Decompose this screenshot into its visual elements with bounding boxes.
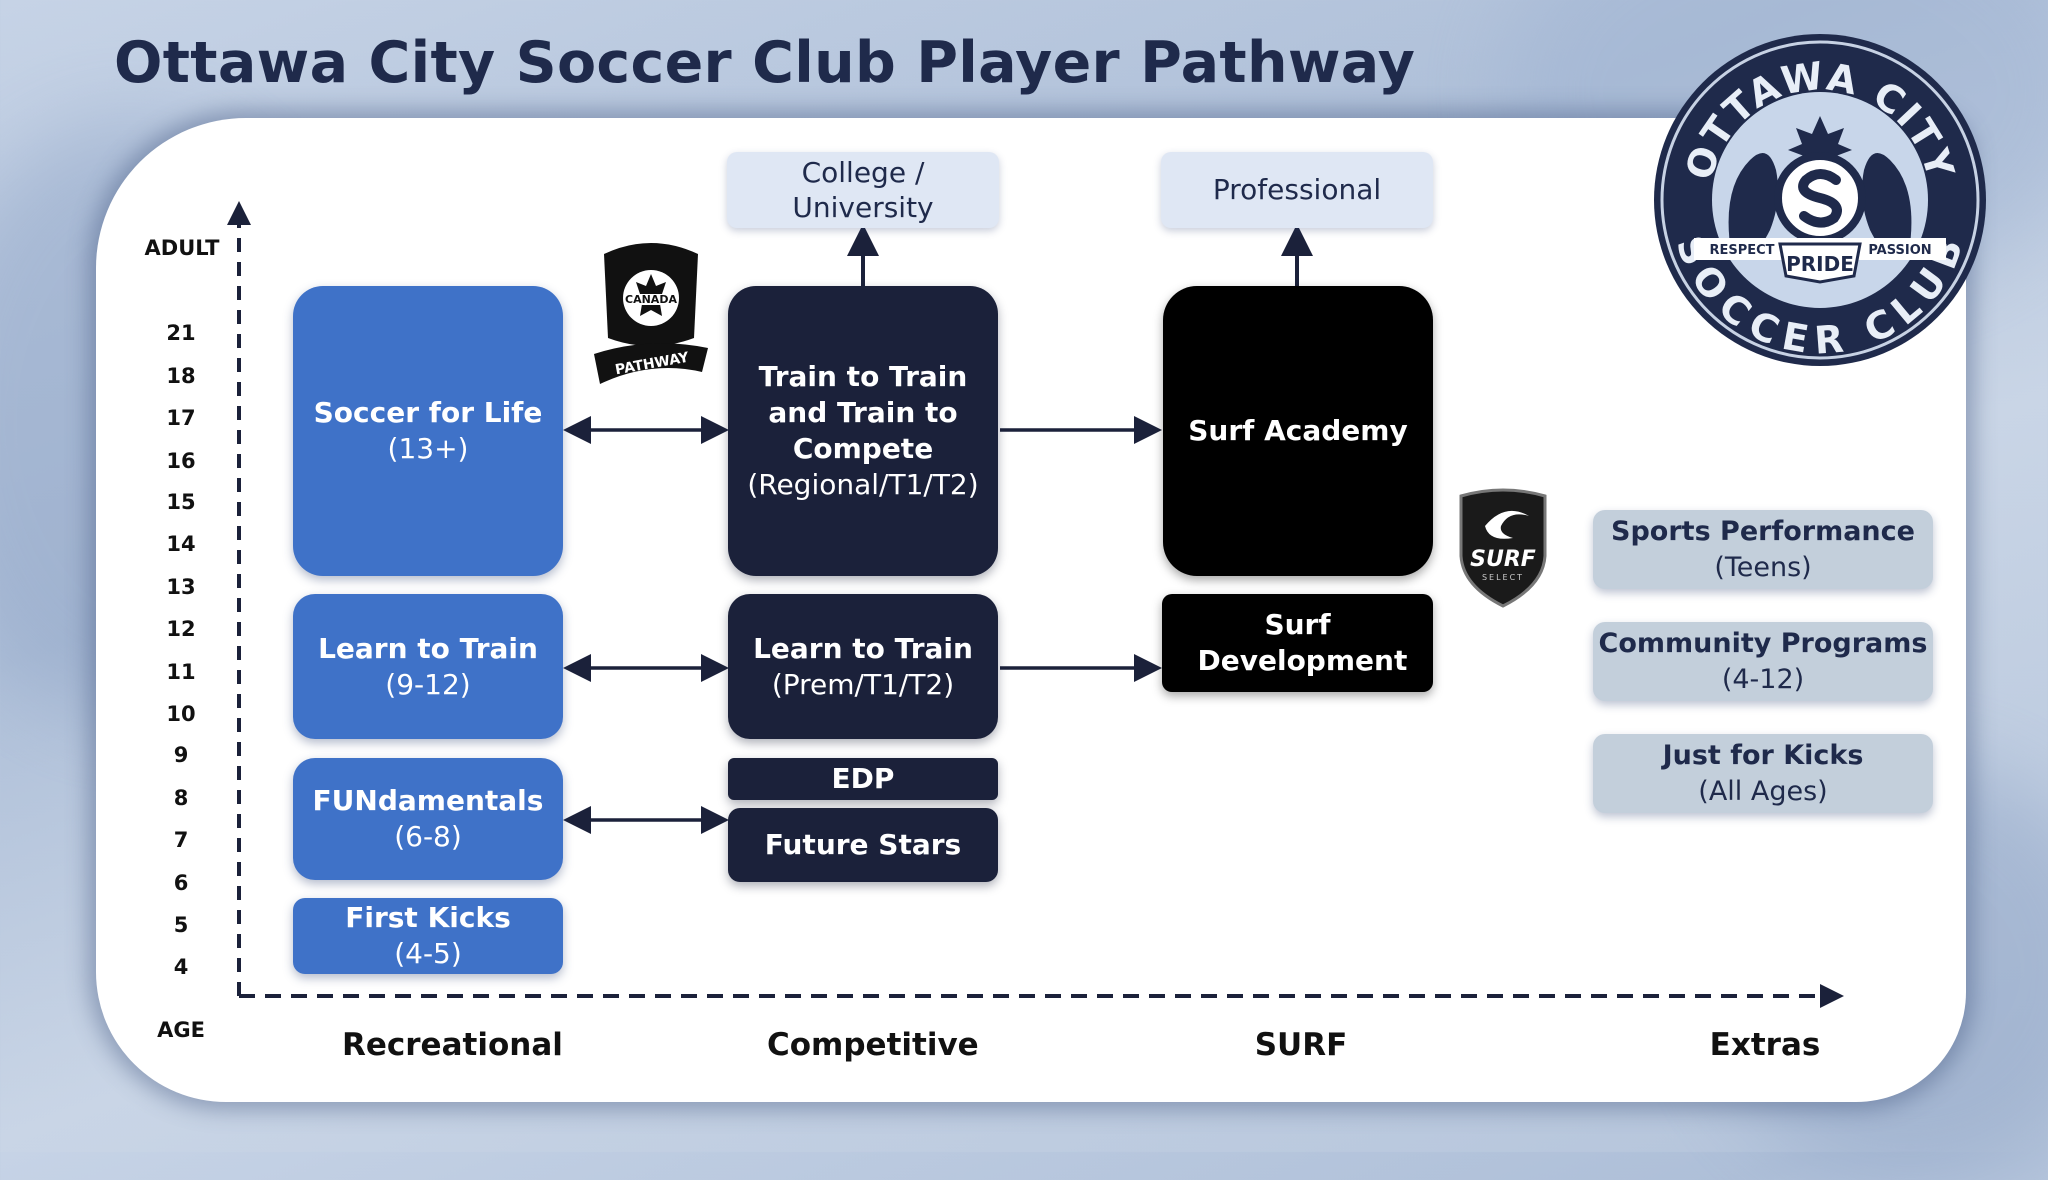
age-tick: 14 [166, 532, 196, 556]
age-tick: 7 [173, 828, 189, 852]
age-tick: 21 [166, 321, 196, 345]
column-surf: SURF [1254, 1027, 1348, 1063]
age-tick: 17 [166, 406, 196, 430]
box-title: Sports Performance [1611, 515, 1915, 547]
club-badge-logo: OTTAWA CITY SOCCER CLUB RESPECT PASSION … [1654, 34, 1986, 366]
box-sub: (Prem/T1/T2) [771, 667, 955, 701]
box-professional[interactable]: Professional [1161, 152, 1433, 228]
box-title: EDP [831, 762, 895, 795]
svg-text:SURF: SURF [1470, 547, 1536, 572]
axis-top-label: ADULT [144, 236, 220, 260]
box-title: Soccer for Life [313, 396, 543, 429]
age-tick: 16 [166, 449, 196, 473]
svg-text:SELECT: SELECT [1482, 573, 1524, 582]
box-title: Surf Development [1197, 608, 1408, 677]
box-train-to-train[interactable]: Train to Train and Train to Compete (Reg… [728, 286, 998, 576]
age-tick: 9 [173, 743, 189, 767]
box-surf-development[interactable]: Surf Development [1162, 594, 1433, 692]
box-title: Learn to Train [753, 631, 973, 665]
box-title: Just for Kicks [1662, 739, 1864, 771]
box-title: Community Programs [1598, 627, 1928, 659]
column-recreational: Recreational [342, 1027, 563, 1063]
column-competitive: Competitive [767, 1027, 979, 1063]
box-fundamentals[interactable]: FUNdamentals (6-8) [293, 758, 563, 880]
box-college-university[interactable]: College / University [727, 152, 999, 228]
box-just-for-kicks[interactable]: Just for Kicks (All Ages) [1593, 734, 1933, 813]
svg-text:CANADA: CANADA [625, 293, 677, 306]
box-title: Professional [1212, 173, 1382, 206]
box-future-stars[interactable]: Future Stars [728, 808, 998, 882]
box-edp[interactable]: EDP [728, 758, 998, 800]
box-sub: (All Ages) [1698, 775, 1828, 807]
age-tick: 18 [166, 364, 196, 388]
box-community-programs[interactable]: Community Programs (4-12) [1593, 622, 1933, 701]
box-title: First Kicks [345, 901, 511, 934]
box-sub: (6-8) [394, 820, 462, 853]
canada-pathway-logo: CANADA PATHWAY [594, 243, 708, 384]
box-title: College / University [792, 156, 934, 224]
box-title: Train to Train and Train to Compete [758, 360, 968, 465]
age-tick: 5 [173, 913, 189, 937]
surf-select-logo: SURF SELECT [1459, 488, 1547, 608]
age-tick: 6 [173, 871, 189, 895]
box-surf-academy[interactable]: Surf Academy [1163, 286, 1433, 576]
connector-lines [227, 201, 1844, 1008]
box-title: FUNdamentals [312, 784, 544, 817]
box-learn-to-train-comp[interactable]: Learn to Train (Prem/T1/T2) [728, 594, 998, 739]
svg-text:PASSION: PASSION [1868, 243, 1931, 258]
box-sub: (4-5) [394, 937, 462, 970]
box-sub: (4-12) [1721, 663, 1805, 695]
svg-text:RESPECT: RESPECT [1709, 243, 1774, 258]
age-tick: 13 [166, 575, 196, 599]
box-learn-to-train-rec[interactable]: Learn to Train (9-12) [293, 594, 563, 739]
box-soccer-for-life[interactable]: Soccer for Life (13+) [293, 286, 563, 576]
box-title: Learn to Train [318, 631, 538, 665]
page-title: Ottawa City Soccer Club Player Pathway [114, 30, 1416, 96]
box-sub: (13+) [387, 432, 469, 465]
age-tick: 12 [166, 617, 196, 641]
box-title: Future Stars [764, 828, 962, 861]
box-title: Surf Academy [1188, 414, 1408, 447]
age-tick: 10 [166, 702, 196, 726]
surf-wave-shield-icon [1459, 488, 1547, 608]
age-tick: 8 [173, 786, 189, 810]
age-tick: 15 [166, 490, 196, 514]
column-extras: Extras [1709, 1027, 1821, 1063]
box-sub: (9-12) [385, 667, 471, 701]
svg-text:PRIDE: PRIDE [1786, 252, 1854, 276]
box-sub: (Teens) [1714, 551, 1812, 583]
box-sports-performance[interactable]: Sports Performance (Teens) [1593, 510, 1933, 589]
age-tick: 4 [173, 955, 189, 979]
box-first-kicks[interactable]: First Kicks (4-5) [293, 898, 563, 974]
box-sub: (Regional/T1/T2) [747, 468, 979, 501]
age-tick: 11 [166, 660, 196, 684]
axis-bottom-label: AGE [157, 1018, 205, 1042]
lion-maple-crest-icon [1728, 116, 1912, 260]
